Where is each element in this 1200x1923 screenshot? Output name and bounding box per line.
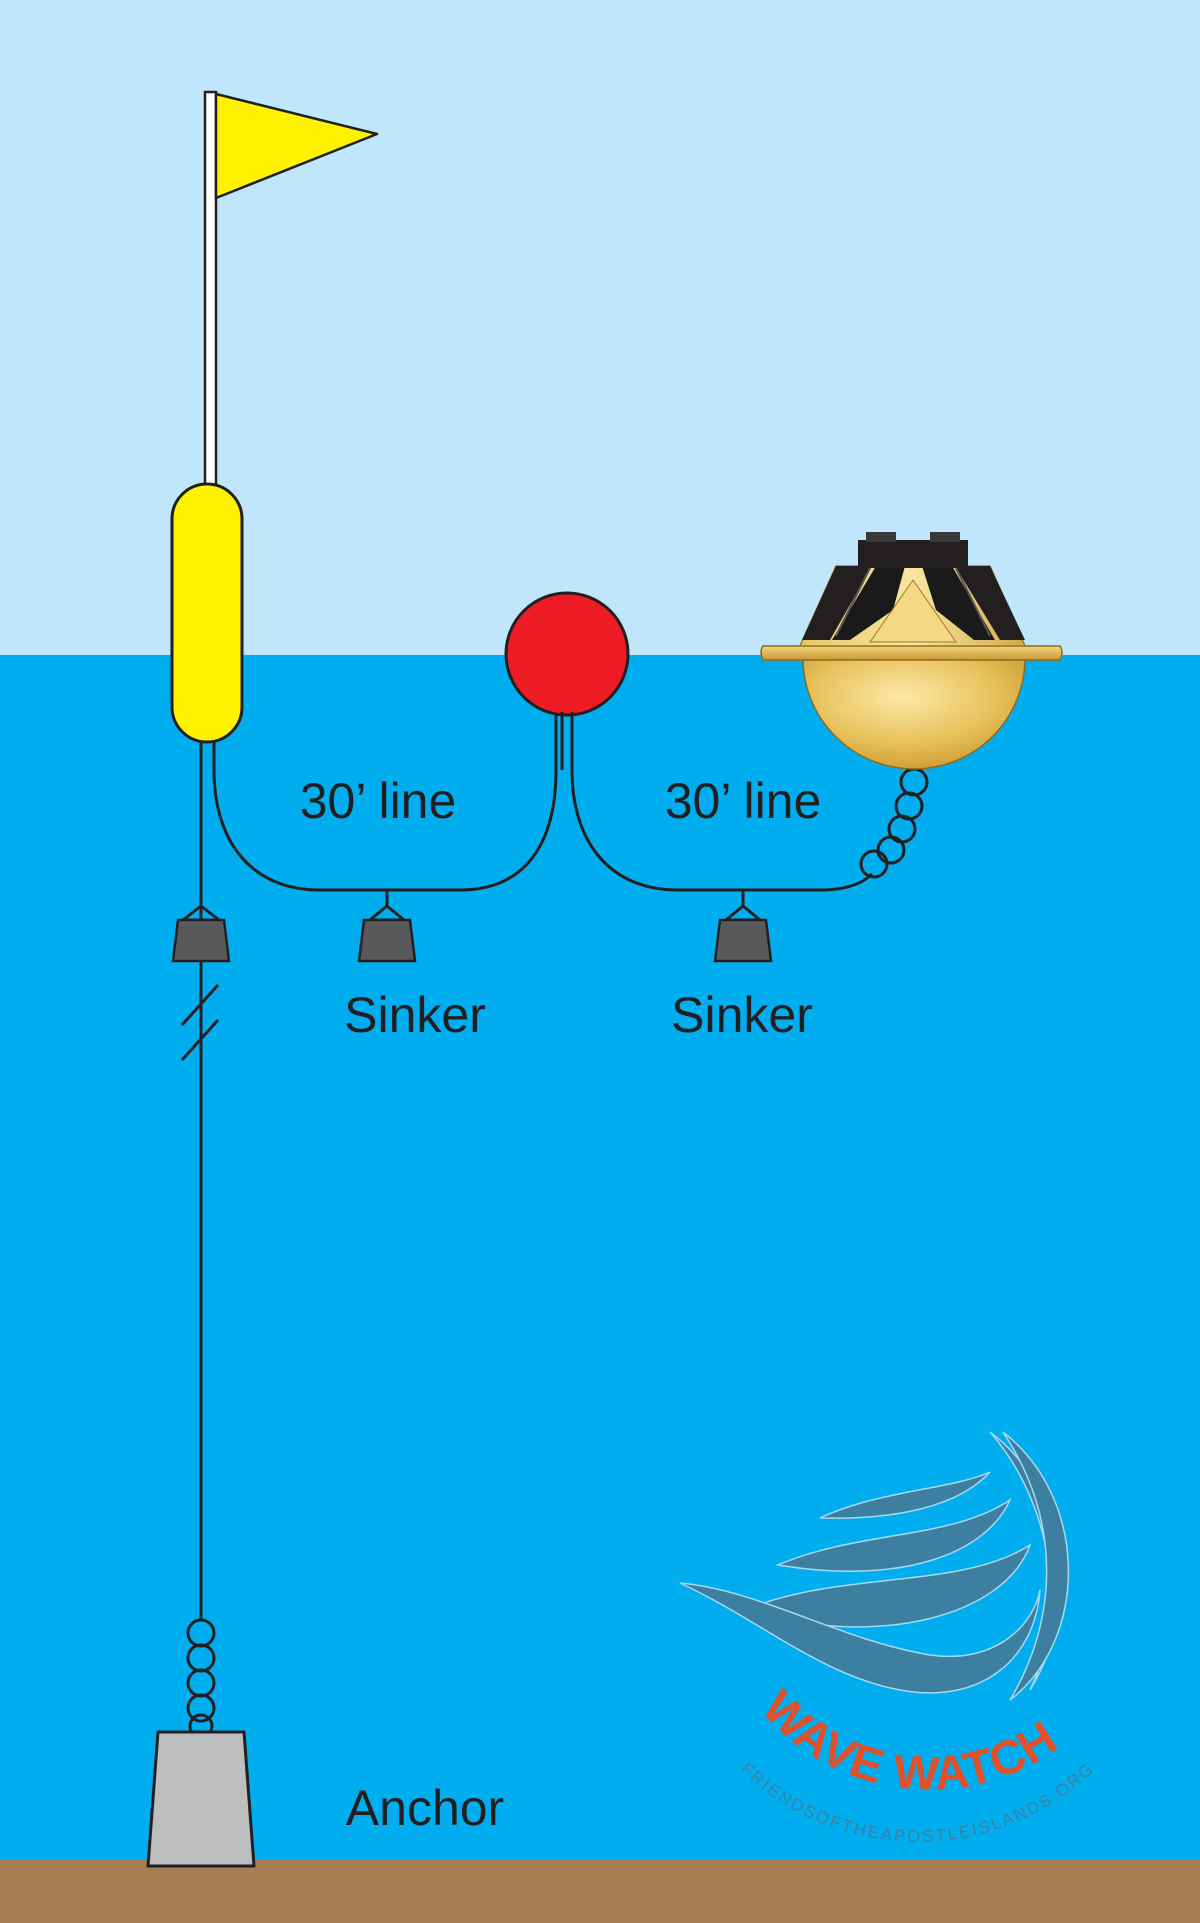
label-anchor: Anchor: [346, 1780, 504, 1836]
line-right: [570, 769, 874, 892]
anchor-line: [180, 742, 220, 1620]
flag-pole: [203, 90, 218, 492]
label-sinker-right: Sinker: [671, 987, 813, 1043]
logo-wave-1: [819, 1471, 991, 1519]
solar-panel-center-left: [832, 566, 905, 640]
logo-wave-3: [742, 1543, 1032, 1628]
flag-marker: [170, 90, 379, 744]
wave-buoy-chain: [859, 767, 929, 879]
logo-wave-4: [679, 1582, 1041, 1694]
solar-panel-right: [955, 566, 1025, 640]
wave-buoy-rim: [760, 645, 1063, 661]
wave-buoy-hull: [802, 657, 1026, 770]
label-line-right: 30’ line: [665, 773, 822, 829]
label-sinker-left: Sinker: [344, 987, 486, 1043]
sinker-right: [713, 890, 773, 963]
flag: [214, 92, 379, 200]
break-mark: [180, 983, 220, 1027]
sinker-left: [357, 890, 417, 963]
solar-panel-center-right: [922, 566, 995, 640]
seabed: [0, 1860, 1200, 1923]
line-left: [212, 712, 558, 892]
anchor: [146, 1730, 256, 1868]
center-fin: [869, 579, 957, 643]
float-ball: [504, 591, 630, 717]
break-mark: [180, 1018, 220, 1062]
label-line-left: 30’ line: [300, 773, 457, 829]
anchor-chain: [186, 1618, 216, 1739]
wave-buoy: [760, 532, 1063, 770]
marker-buoy: [170, 482, 244, 744]
solar-panel-left: [802, 566, 872, 640]
main-line-sinker: [171, 904, 231, 963]
buoy-top-cap: [858, 540, 968, 568]
logo-wave-2: [775, 1497, 1012, 1572]
